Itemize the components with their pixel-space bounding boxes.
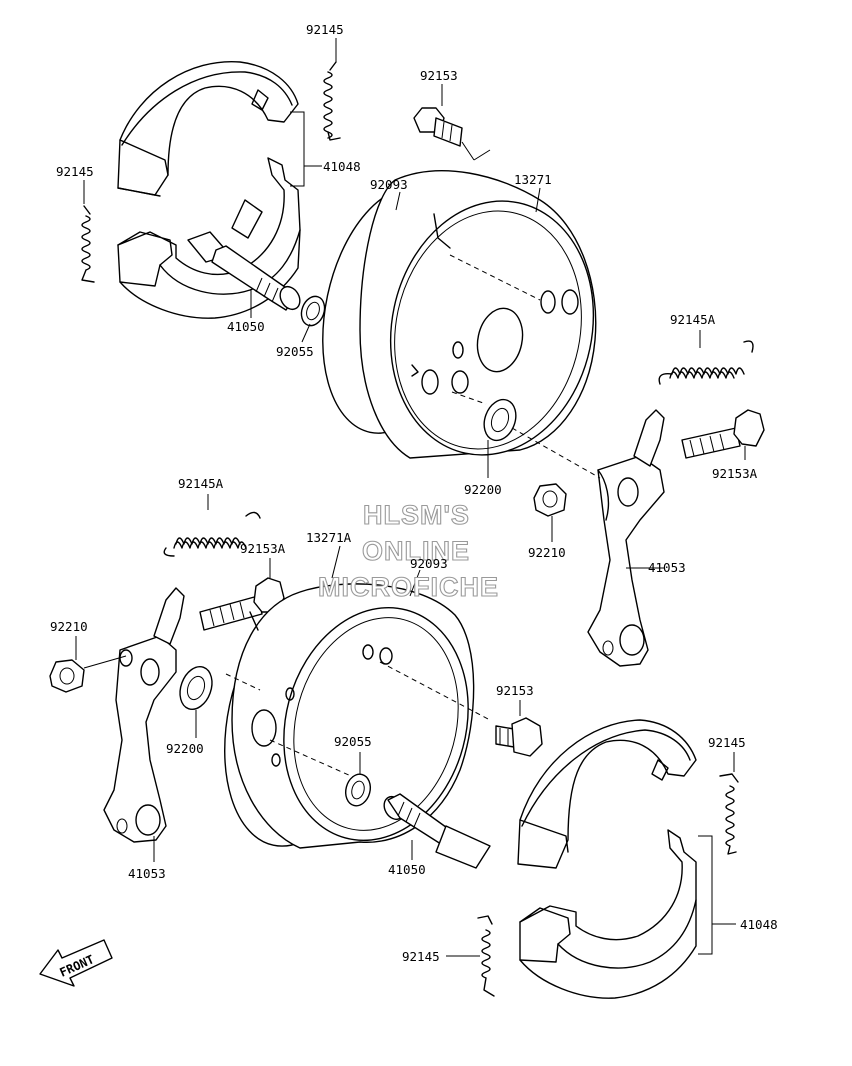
label-92145-left: 92145 [56,164,94,179]
part-labels: 92145 92153 41048 92145 92093 13271 4105… [50,22,778,964]
label-92145A-left: 92145A [178,476,224,491]
leaders-top [83,38,746,569]
washer-92200-right [483,398,517,442]
brake-shoe-bottom-upper [517,719,697,869]
label-92145-top-left: 92145 [306,22,344,37]
brake-arm-41053-left [103,587,185,843]
dashed-guide-drum [449,254,541,301]
brake-drum-13271 [322,170,597,459]
label-41053-right: 41053 [648,560,686,575]
leaders-bottom [75,494,736,957]
label-13271A: 13271A [306,530,352,545]
spring-92145-top [323,61,341,141]
label-92145A-right: 92145A [670,312,716,327]
label-92093-top: 92093 [370,177,408,192]
label-13271: 13271 [514,172,552,187]
brake-drum-13271A [224,583,475,849]
washer-92055-top [300,295,326,327]
spring-92145-bottom [477,915,495,997]
front-direction-arrow: FRONT [39,939,113,987]
label-92153-bottom: 92153 [496,683,534,698]
camshaft-41050-bottom [383,793,491,869]
label-92153-top: 92153 [420,68,458,83]
brake-shoe-top-upper [117,61,299,197]
label-41053-left: 41053 [128,866,166,881]
label-92145-bottom-right: 92145 [708,735,746,750]
dashed-guide-lower-1 [225,673,261,691]
dashed-guide-lower-3 [269,739,361,781]
label-92145-bottom: 92145 [402,949,440,964]
bolt-92153A-right [681,409,765,459]
spring-92145-left [81,205,95,283]
label-41048-bottom: 41048 [740,917,778,932]
nut-92210-right [533,483,567,517]
label-92093-bottom: 92093 [410,556,448,571]
label-41048-top: 41048 [323,159,361,174]
label-41050-bottom: 41050 [388,862,426,877]
spring-92145A-left [163,511,261,557]
bolt-92153-top [413,107,463,147]
spring-92145-bottom-right [719,773,739,855]
watermark-line2: ONLINE [362,536,470,566]
washer-92200-left [179,665,213,711]
label-92210-left: 92210 [50,619,88,634]
washer-92055-bottom [344,773,372,807]
dashed-guide-lower-2 [379,661,491,721]
watermark-line1: HLSM'S [363,500,470,530]
label-92055-top: 92055 [276,344,314,359]
label-41050-top: 41050 [227,319,265,334]
watermark-line3: MICROFICHE [318,572,499,602]
brake-shoe-bottom-lower [519,829,697,999]
label-92210-right: 92210 [528,545,566,560]
bolt-92153-bottom [495,717,543,757]
label-92153A-left: 92153A [240,541,286,556]
nut-92210-left [49,659,85,693]
label-92200-right: 92200 [464,482,502,497]
label-92055-bottom: 92055 [334,734,372,749]
brake-arm-41053-right [587,409,665,667]
camshaft-41050-top [187,231,301,311]
label-92153A-right: 92153A [712,466,758,481]
label-92200-left: 92200 [166,741,204,756]
watermark: HLSM'S ONLINE MICROFICHE [317,499,499,602]
spring-92145A-right [658,340,754,385]
